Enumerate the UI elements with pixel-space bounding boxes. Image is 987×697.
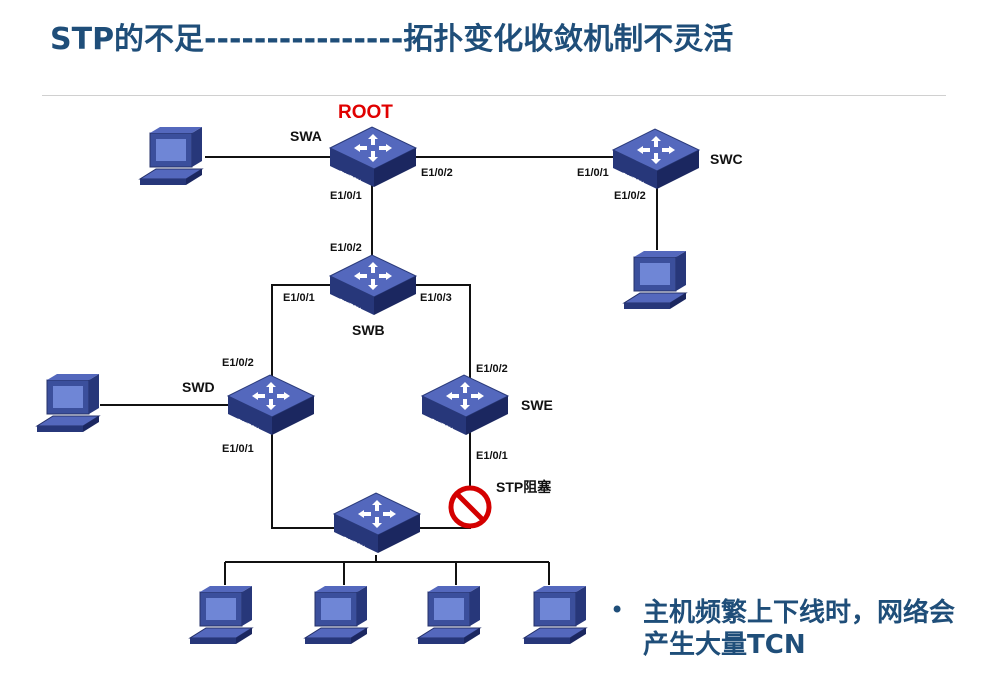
swe-port-e1-0-1: E1/0/1: [476, 450, 508, 462]
swa-switch-icon: [329, 126, 417, 188]
swe-port-e1-0-2: E1/0/2: [476, 363, 508, 375]
title-divider: [42, 95, 946, 96]
slide-title: STP的不足----------------拓扑变化收敛机制不灵活: [50, 22, 734, 57]
network-links: [100, 156, 658, 585]
pc-swd-icon: [36, 373, 100, 433]
swb-port-e1-0-3: E1/0/3: [420, 292, 452, 304]
pc-host-1-icon: [189, 585, 253, 645]
swd-port-e1-0-1: E1/0/1: [222, 443, 254, 455]
swb-label: SWB: [352, 322, 385, 338]
stp-blocked-icon: [448, 485, 492, 529]
swe-switch-icon: [421, 374, 509, 436]
note-text: 主机频繁上下线时，网络会产生大量TCN: [643, 598, 956, 660]
pc-host-4-icon: [523, 585, 587, 645]
pc-swc-icon: [623, 250, 687, 310]
pc-host-2-icon: [304, 585, 368, 645]
swc-label: SWC: [710, 151, 743, 167]
swc-switch-icon: [612, 128, 700, 190]
bullet-dot: •: [610, 596, 625, 624]
pc-host-3-icon: [417, 585, 481, 645]
access-switch-icon: [333, 492, 421, 554]
swa-port-e1-0-1: E1/0/1: [330, 190, 362, 202]
root-label: ROOT: [338, 102, 393, 123]
swa-label: SWA: [290, 128, 322, 144]
swb-port-e1-0-2: E1/0/2: [330, 242, 362, 254]
swc-port-e1-0-1: E1/0/1: [577, 167, 609, 179]
swd-label: SWD: [182, 379, 215, 395]
swb-switch-icon: [329, 254, 417, 316]
swc-port-e1-0-2: E1/0/2: [614, 190, 646, 202]
stp-blocked-label: STP阻塞: [496, 479, 552, 495]
swa-port-e1-0-2: E1/0/2: [421, 167, 453, 179]
swd-switch-icon: [227, 374, 315, 436]
swb-port-e1-0-1: E1/0/1: [283, 292, 315, 304]
pc-swa-icon: [139, 126, 203, 186]
swd-port-e1-0-2: E1/0/2: [222, 357, 254, 369]
swe-label: SWE: [521, 397, 553, 413]
